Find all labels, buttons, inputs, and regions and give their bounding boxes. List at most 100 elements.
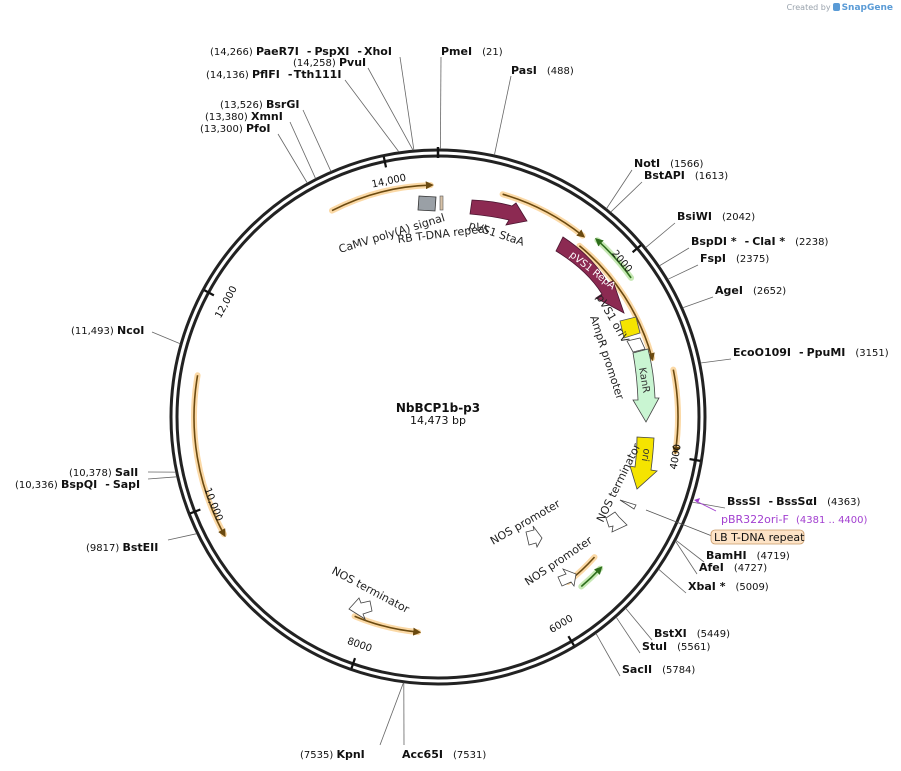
site-bstapi[interactable]: BstAPI (1613) — [644, 169, 728, 182]
feature-pvs1-staa[interactable]: pVS1 StaA — [467, 199, 528, 249]
site-enzyme-name: SalI — [115, 466, 138, 479]
plasmid-name: NbBCP1b-p3 — [396, 401, 480, 415]
tick-mark-6 — [382, 156, 388, 168]
site-position: (1613) — [695, 171, 728, 182]
primer-pbr322ori-f[interactable]: pBR322ori-F (4381 .. 4400) — [694, 498, 868, 526]
site-position: (3151) — [855, 348, 888, 359]
orf-arc-0[interactable] — [329, 181, 434, 214]
site-fspi[interactable]: FspI (2375) — [700, 252, 769, 265]
site-enzyme-name: PasI — [511, 64, 537, 77]
site-position: (2238) — [795, 237, 828, 248]
tick-mark-0 — [631, 244, 642, 254]
site-ncoi[interactable]: (11,493) NcoI — [71, 324, 144, 337]
site-pvui[interactable]: (14,258) PvuI — [293, 56, 366, 69]
orf-arc-8[interactable] — [191, 372, 227, 538]
site-acc65i[interactable]: Acc65I(7531) — [402, 748, 486, 761]
feature-nos-promoter-1[interactable]: NOS promoter — [488, 497, 563, 549]
site-bsssi[interactable]: BssSI-BssSαI(4363) — [727, 495, 860, 508]
site-label-bsrgi: (13,526) BsrGI — [220, 98, 299, 111]
site-label-agei: AgeI(2652) — [715, 284, 786, 297]
site-label-pvui: (14,258) PvuI — [293, 56, 366, 69]
site-enzyme-name: BstAPI — [644, 169, 685, 182]
site-bsiwi[interactable]: BsiWI(2042) — [677, 210, 755, 223]
tick-mark-1 — [689, 457, 701, 462]
site-position: (13,300) — [200, 124, 246, 135]
site-label-ecoo109i: EcoO109I-PpuMI(3151) — [733, 346, 889, 359]
site-enzyme-name: PpuMI — [807, 346, 846, 359]
site-enzyme-name: FspI — [700, 252, 726, 265]
feature-nos-pointer[interactable] — [605, 511, 628, 533]
feature-ori[interactable]: ori — [629, 436, 658, 490]
tick-label-2: 6000 — [548, 613, 575, 635]
site-label-pflfi: (14,136) PflFI-Tth111I — [206, 68, 341, 81]
site-label-bspqi: (10,336) BspQI-SapI — [15, 478, 140, 491]
site-label-stui: StuI(5561) — [642, 640, 710, 653]
site-position: (2375) — [736, 254, 769, 265]
site-bspqi[interactable]: (10,336) BspQI-SapI — [15, 478, 140, 491]
site-stui[interactable]: StuI(5561) — [642, 640, 710, 653]
site-bamhi[interactable]: BamHI(4719) — [706, 549, 790, 562]
site-agei[interactable]: AgeI(2652) — [715, 284, 786, 297]
site-pasi[interactable]: PasI(488) — [511, 64, 574, 77]
site-position: (14,266) — [210, 47, 256, 58]
site-leader-stui — [615, 616, 641, 654]
site-position: (10,336) — [15, 480, 61, 491]
site-leader-pfoi — [277, 133, 308, 184]
feature-kanr[interactable]: KanR — [632, 348, 660, 423]
site-leader-ecoo109i — [700, 358, 732, 364]
site-bstxi[interactable]: BstXI(5449) — [654, 627, 730, 640]
site-enzyme-name: BssSαI — [776, 495, 817, 508]
site-leader-agei — [682, 296, 714, 309]
site-position: (7531) — [453, 750, 486, 761]
site-enzyme-name: AgeI — [715, 284, 743, 297]
site-bspdi[interactable]: BspDI *-ClaI *(2238) — [691, 235, 829, 248]
plasmid-size: 14,473 bp — [410, 414, 466, 427]
site-leader-bsrgi — [302, 109, 332, 172]
site-labels: (14,266) PaeR7I-PspXI-XhoI(14,258) PvuI(… — [15, 45, 889, 761]
site-leader-xmni — [289, 121, 316, 179]
site-bsteii[interactable]: (9817) BstEII — [86, 541, 158, 554]
site-pflfi[interactable]: (14,136) PflFI-Tth111I — [206, 68, 341, 81]
site-leader-bsssi — [692, 501, 726, 509]
feature-kanr-label: KanR — [636, 367, 651, 394]
site-pmei[interactable]: PmeI(21) — [441, 45, 503, 58]
lb-tdna-repeat[interactable]: LB T-DNA repeat — [645, 509, 805, 545]
orf-arc-4[interactable] — [670, 366, 681, 455]
site-label-pasi: PasI(488) — [511, 64, 574, 77]
site-xbai[interactable]: XbaI *(5009) — [688, 580, 769, 593]
feature-camv-polya[interactable]: CaMV poly(A) signal — [337, 195, 446, 256]
feature-ori-label: ori — [639, 447, 652, 462]
primer-bind-arc-5[interactable] — [578, 565, 604, 590]
tick-label-1: 4000 — [669, 443, 684, 470]
site-bsrgi[interactable]: (13,526) BsrGI — [220, 98, 299, 111]
site-paer7i[interactable]: (14,266) PaeR7I-PspXI-XhoI — [210, 45, 392, 58]
site-ecoo109i[interactable]: EcoO109I-PpuMI(3151) — [733, 346, 889, 359]
feature-pvs1-repa[interactable]: pVS1 RepA — [555, 236, 625, 314]
site-noti[interactable]: NotI(1566) — [634, 157, 703, 170]
site-enzyme-name: BamHI — [706, 549, 747, 562]
site-enzyme-name: StuI — [642, 640, 667, 653]
feature-nos-terminator-2[interactable]: NOS terminator — [330, 564, 412, 620]
site-afei[interactable]: AfeI(4727) — [699, 561, 767, 574]
site-leader-fspi — [667, 264, 699, 280]
site-enzyme-name: AfeI — [699, 561, 724, 574]
feature-nos-promoter-1-label: NOS promoter — [488, 497, 563, 548]
orf-arc-1[interactable] — [499, 191, 586, 239]
site-kpni[interactable]: (7535) KpnI — [300, 748, 365, 761]
orf-arc-3[interactable] — [576, 242, 656, 362]
site-sali[interactable]: (10,378) SalI — [69, 466, 138, 479]
site-leader-bspdi — [659, 247, 690, 267]
site-pfoi[interactable]: (13,300) PfoI — [200, 122, 270, 135]
site-xmni[interactable]: (13,380) XmnI — [205, 110, 283, 123]
site-leader-bstxi — [625, 608, 653, 641]
tick-label-3: 8000 — [346, 636, 374, 655]
site-label-xmni: (13,380) XmnI — [205, 110, 283, 123]
site-leader-kpni — [379, 682, 404, 746]
credit-prefix: Created by — [786, 3, 831, 12]
tick-marks — [189, 156, 701, 669]
orf-arc-7[interactable] — [351, 613, 422, 636]
site-leader-pasi — [494, 75, 512, 156]
site-sacii[interactable]: SacII(5784) — [622, 663, 695, 676]
site-position: (10,378) — [69, 468, 115, 479]
primer-bind-arc-2[interactable] — [594, 237, 635, 281]
